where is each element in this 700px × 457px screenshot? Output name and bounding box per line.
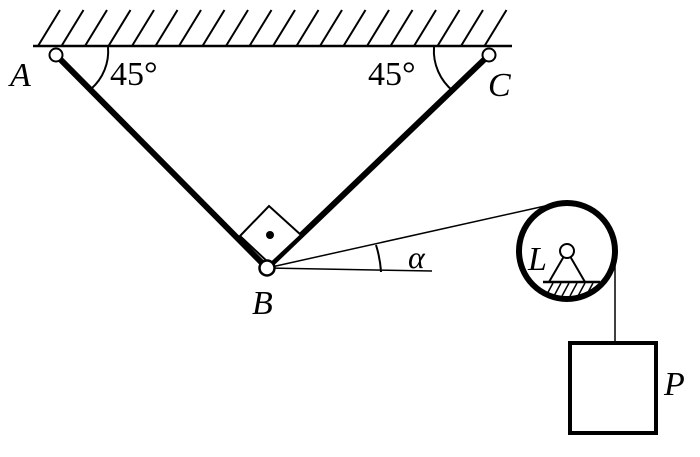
hatch-mark xyxy=(483,9,508,47)
hatch-mark xyxy=(389,9,414,47)
support-hatch-mark xyxy=(585,282,594,297)
angle-label-a: 45° xyxy=(110,56,158,93)
hatch-mark xyxy=(60,9,85,47)
angle-label-alpha: α xyxy=(408,239,426,275)
hatch-mark xyxy=(319,9,343,47)
right-angle-dot xyxy=(266,231,274,239)
weight-box xyxy=(568,341,658,435)
pin-a xyxy=(48,47,64,63)
hatch-mark xyxy=(84,9,108,47)
label-a: A xyxy=(8,57,31,94)
pulley-axle xyxy=(559,243,575,259)
support-hatch-mark xyxy=(553,282,562,297)
label-b: B xyxy=(252,285,273,322)
label-l: L xyxy=(527,241,547,278)
angle-label-c: 45° xyxy=(368,56,416,93)
hatch-mark xyxy=(413,9,437,47)
hatch-mark xyxy=(107,9,132,47)
rod-ab xyxy=(53,52,270,271)
angle-arc-a xyxy=(90,46,110,90)
hatch-mark xyxy=(201,9,226,47)
hatch-mark xyxy=(131,9,155,47)
hatch-mark xyxy=(37,9,61,47)
pin-c xyxy=(481,47,497,63)
hatch-mark xyxy=(342,9,367,47)
label-c: C xyxy=(488,67,511,104)
support-hatch-mark xyxy=(577,282,586,297)
hatch-mark xyxy=(460,9,484,47)
hatch-mark xyxy=(178,9,202,47)
hatch-mark xyxy=(295,9,320,47)
cable-b-to-pulley xyxy=(266,205,546,269)
pin-b xyxy=(258,259,276,277)
support-hatch-mark xyxy=(561,282,570,297)
hatch-mark xyxy=(272,9,296,47)
ceiling-hatching xyxy=(37,9,508,47)
hatch-mark xyxy=(248,9,273,47)
hatch-mark xyxy=(436,9,461,47)
angle-arc-alpha xyxy=(375,244,382,273)
support-hatching xyxy=(545,282,594,297)
label-p: P xyxy=(663,366,685,403)
angle-arc-c xyxy=(432,46,454,92)
hatch-mark xyxy=(225,9,249,47)
support-hatch-mark xyxy=(569,282,578,297)
horizontal-reference xyxy=(266,267,433,272)
hatch-mark xyxy=(366,9,390,47)
support-hatch-mark xyxy=(545,282,554,297)
hatch-mark xyxy=(154,9,179,47)
